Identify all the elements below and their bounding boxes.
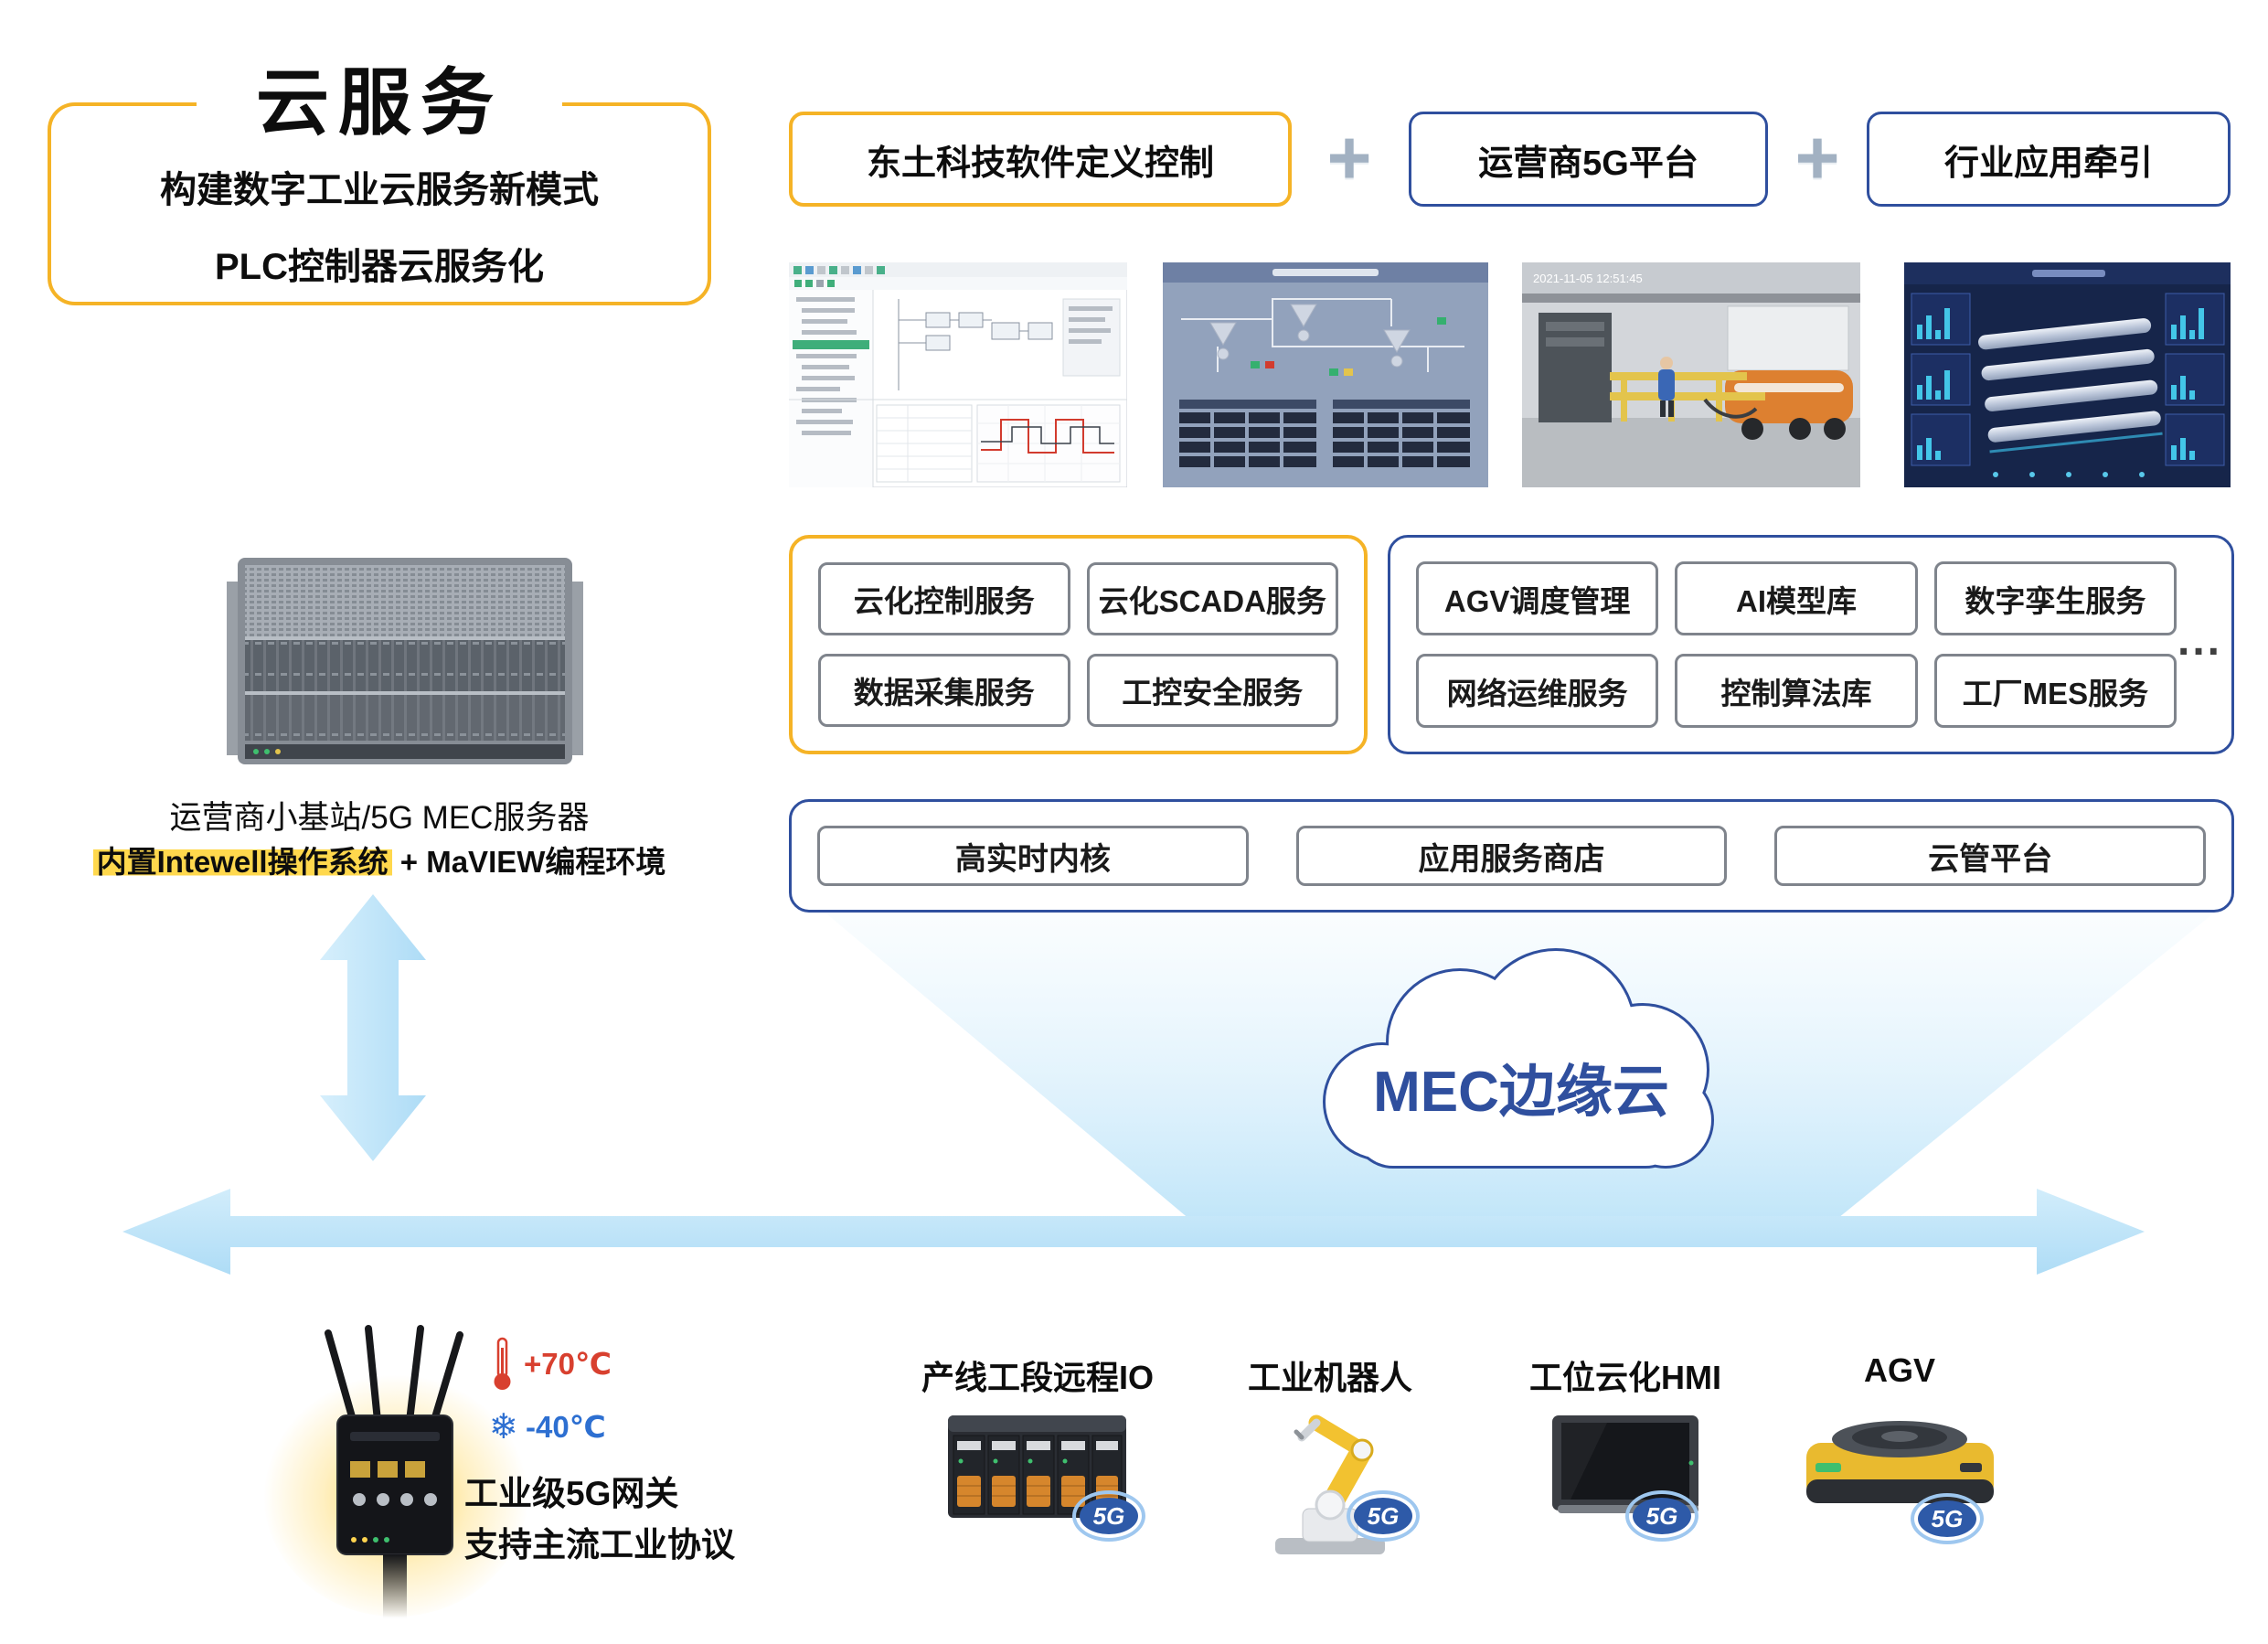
device-industrial-robot: 工业机器人 5G (1193, 1351, 1467, 1575)
device-remote-io: 产线工段远程IO (900, 1351, 1175, 1575)
pillar-industry-application: 行业应用牵引 (1867, 112, 2231, 207)
gateway-caption: 工业级5G网关 支持主流工业协议 (464, 1468, 735, 1570)
platform-cell-cloud-management: 云管平台 (1774, 826, 2207, 886)
hmi-image (1552, 1415, 1698, 1513)
platform-services-group: AGV调度管理 AI模型库 数字孪生服务 网络运维服务 控制算法库 工厂MES服… (1388, 535, 2234, 754)
digital-twin-image (1904, 262, 2231, 487)
pillar-label: 行业应用牵引 (1943, 144, 2153, 183)
5g-badge-ring (1625, 1490, 1698, 1542)
photo-timestamp: 2021-11-05 12:51:45 (1533, 272, 1643, 285)
service-cell-ai-models: AI模型库 (1675, 561, 1918, 635)
gateway-desc: 支持主流工业协议 (464, 1525, 735, 1564)
site-photo-image: 2021-11-05 12:51:45 (1522, 262, 1860, 487)
header-subtitle-2: PLC控制器云服务化 (215, 247, 544, 287)
service-cell-ics-security: 工控安全服务 (1086, 654, 1338, 727)
cloud-services-group: 云化控制服务 云化SCADA服务 数据采集服务 工控安全服务 (789, 535, 1368, 754)
device-agv: AGV 5G (1762, 1351, 2037, 1575)
5g-badge-core: 5G (1354, 1498, 1412, 1534)
screenshot-scada (1163, 262, 1488, 487)
temp-high-row: +70℃ (489, 1335, 612, 1392)
5g-badge-label: 5G (1931, 1504, 1964, 1532)
pillar-label: 运营商5G平台 (1478, 144, 1698, 183)
server-os-caption: 内置Intewell操作系统 + MaVIEW编程环境 (69, 838, 690, 881)
platform-cell-realtime-kernel: 高实时内核 (817, 826, 1249, 886)
thermometer-icon (494, 1337, 511, 1390)
base-platform-group: 高实时内核 应用服务商店 云管平台 (789, 799, 2234, 913)
device-label: 工业机器人 (1247, 1359, 1412, 1396)
platform-cell-app-store: 应用服务商店 (1295, 826, 1728, 886)
5g-badge: 5G (1911, 1493, 1984, 1544)
more-services-ellipsis: ... (2177, 616, 2222, 666)
device-label: 产线工段远程IO (921, 1359, 1154, 1396)
mec-edge-cloud: MEC边缘云 (1323, 948, 1714, 1169)
scada-hmi-image (1163, 262, 1488, 487)
robot-image (1275, 1414, 1385, 1554)
service-cell-control-algorithms: 控制算法库 (1675, 654, 1918, 728)
os-highlight: 内置Intewell操作系统 (92, 845, 392, 879)
device-label: 工位云化HMI (1529, 1359, 1721, 1396)
mec-server-image (227, 558, 583, 764)
screenshot-digital-twin (1904, 262, 2231, 487)
edge-cloud-label: MEC边缘云 (1373, 1061, 1669, 1124)
pillar-label: 东土科技软件定义控制 (866, 144, 1214, 183)
gateway-image (263, 1325, 528, 1618)
5g-badge-label: 5G (1645, 1501, 1678, 1530)
5g-badge: 5G (1347, 1490, 1420, 1542)
device-label: AGV (1863, 1351, 1935, 1389)
vertical-double-arrow (320, 894, 426, 1161)
server-caption: 运营商小基站/5G MEC服务器 (169, 800, 590, 836)
temp-low-label: -40℃ (526, 1410, 606, 1444)
temp-high-label: +70℃ (524, 1346, 612, 1381)
pillar-operator-5g-platform: 运营商5G平台 (1409, 112, 1768, 207)
5g-badge: 5G (1625, 1490, 1698, 1542)
service-cell-digital-twin: 数字孪生服务 (1933, 561, 2177, 635)
gateway-name: 工业级5G网关 (464, 1475, 679, 1512)
service-cell-data-collection: 数据采集服务 (818, 654, 1070, 727)
plus-icon: + (1794, 114, 1840, 200)
5g-badge-core: 5G (1080, 1498, 1138, 1534)
5g-badge-ring (1072, 1490, 1145, 1542)
header-subtitle-1: 构建数字工业云服务新模式 (160, 170, 599, 210)
service-cell-cloud-control: 云化控制服务 (818, 562, 1070, 635)
device-cloud-hmi: 工位云化HMI 5G (1488, 1351, 1762, 1575)
pillar-software-defined-control: 东土科技软件定义控制 (789, 112, 1292, 207)
5g-badge: 5G (1072, 1490, 1145, 1542)
remote-io-image (948, 1415, 1126, 1518)
5g-badge-label: 5G (1367, 1501, 1400, 1530)
5g-badge-ring (1347, 1490, 1420, 1542)
page-title: 云服务 (197, 44, 562, 150)
gateway-5g-device (261, 1324, 535, 1630)
temp-low-row: ❄ -40℃ (489, 1406, 612, 1447)
service-cell-network-ops: 网络运维服务 (1416, 654, 1659, 728)
screenshot-maview-ide (789, 262, 1127, 487)
service-cell-agv-dispatch: AGV调度管理 (1416, 561, 1659, 635)
agv-image (1806, 1421, 1994, 1503)
temperature-range: +70℃ ❄ -40℃ (489, 1335, 612, 1447)
service-cell-cloud-scada: 云化SCADA服务 (1086, 562, 1338, 635)
os-suffix: + MaVIEW编程环境 (391, 845, 666, 879)
snowflake-icon: ❄ (489, 1408, 518, 1447)
horizontal-double-arrow (122, 1189, 2145, 1275)
plus-icon: + (1326, 114, 1372, 200)
maview-ide-image (789, 262, 1127, 487)
5g-badge-label: 5G (1092, 1501, 1125, 1530)
service-cell-factory-mes: 工厂MES服务 (1933, 654, 2177, 728)
5g-badge-core: 5G (1918, 1500, 1976, 1537)
5g-badge-core: 5G (1633, 1498, 1691, 1534)
5g-badge-ring (1911, 1493, 1984, 1544)
header-box: 构建数字工业云服务新模式 PLC控制器云服务化 (48, 102, 711, 305)
screenshot-site-photo: 2021-11-05 12:51:45 (1522, 262, 1860, 487)
